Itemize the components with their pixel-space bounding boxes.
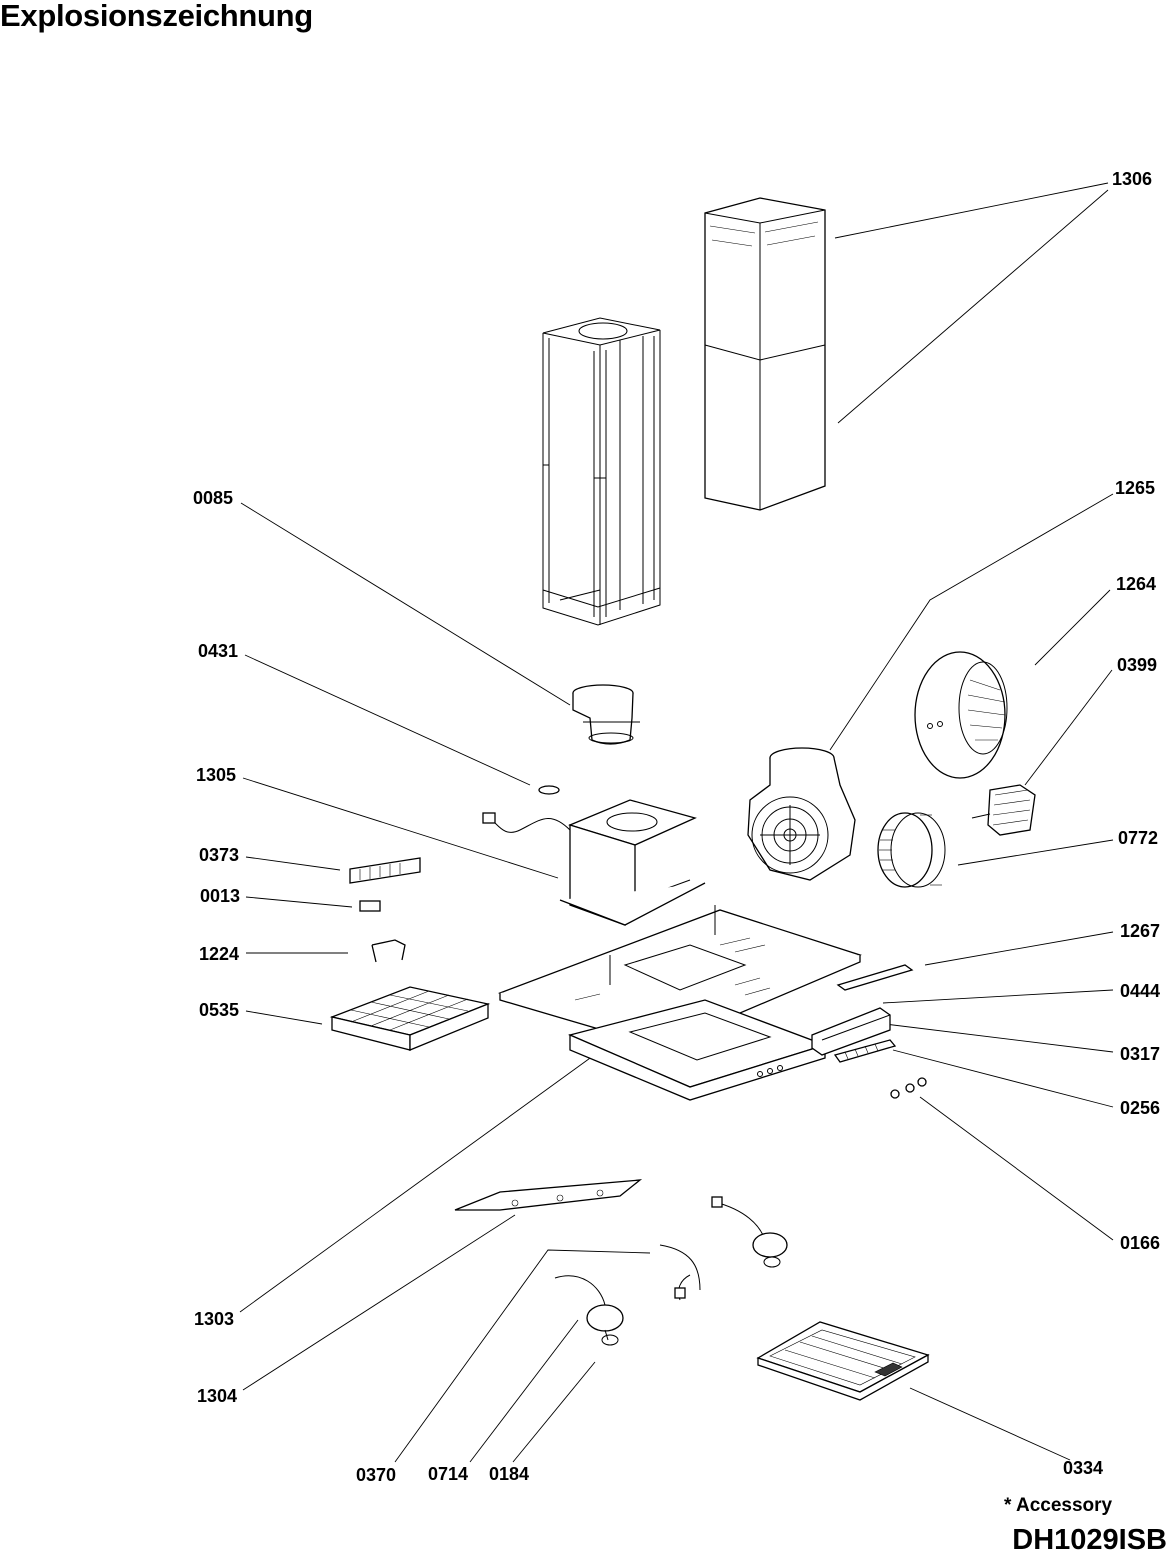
motor-bracket <box>482 799 706 926</box>
label-0334: 0334 <box>1063 1458 1104 1478</box>
label-0444: 0444 <box>1120 981 1161 1001</box>
ring-part <box>538 785 560 795</box>
label-1265: 1265 <box>1115 478 1156 498</box>
label-1224: 1224 <box>199 944 240 964</box>
filter-bar <box>349 857 421 884</box>
label-0317: 0317 <box>1120 1044 1161 1064</box>
label-1304: 1304 <box>197 1386 238 1406</box>
keypad <box>833 1039 897 1063</box>
light-bar <box>454 1179 643 1211</box>
label-1306: 1306 <box>1112 169 1153 189</box>
label-0013: 0013 <box>200 886 241 906</box>
carbon-filter <box>329 986 491 1051</box>
chimney-frame <box>542 317 661 626</box>
accessory-note: * Accessory <box>1004 1495 1113 1516</box>
fan-cover <box>914 651 1008 779</box>
clip-part <box>371 939 406 963</box>
label-1303: 1303 <box>194 1309 235 1329</box>
label-0370: 0370 <box>356 1465 397 1485</box>
knobs <box>890 1077 927 1099</box>
label-0166: 0166 <box>1120 1233 1161 1253</box>
cover-strip <box>836 964 914 991</box>
metal-filter <box>756 1321 930 1401</box>
blower-housing <box>747 747 856 881</box>
label-0431: 0431 <box>198 641 239 661</box>
duct-collar <box>572 684 640 745</box>
chimney-cover <box>704 197 826 511</box>
leader-lines <box>239 182 1114 1463</box>
label-0714: 0714 <box>428 1464 469 1484</box>
control-module <box>811 1007 891 1056</box>
wiring-harness <box>554 1244 701 1306</box>
label-0256: 0256 <box>1120 1098 1161 1118</box>
label-0085: 0085 <box>193 488 234 508</box>
label-1305: 1305 <box>196 765 237 785</box>
label-0535: 0535 <box>199 1000 240 1020</box>
label-0399: 0399 <box>1117 655 1158 675</box>
small-switch <box>359 900 381 912</box>
label-1267: 1267 <box>1120 921 1161 941</box>
motor-part <box>971 784 1036 836</box>
lamp-holder-1 <box>711 1196 788 1268</box>
page-title: Explosionszeichnung <box>0 0 313 33</box>
blower-wheel <box>877 812 946 888</box>
label-1264: 1264 <box>1116 574 1157 594</box>
label-0373: 0373 <box>199 845 240 865</box>
lamp-holder-2 <box>586 1304 624 1346</box>
label-0772: 0772 <box>1118 828 1159 848</box>
model-number: DH1029ISB <box>1012 1524 1167 1556</box>
label-0184: 0184 <box>489 1464 530 1484</box>
